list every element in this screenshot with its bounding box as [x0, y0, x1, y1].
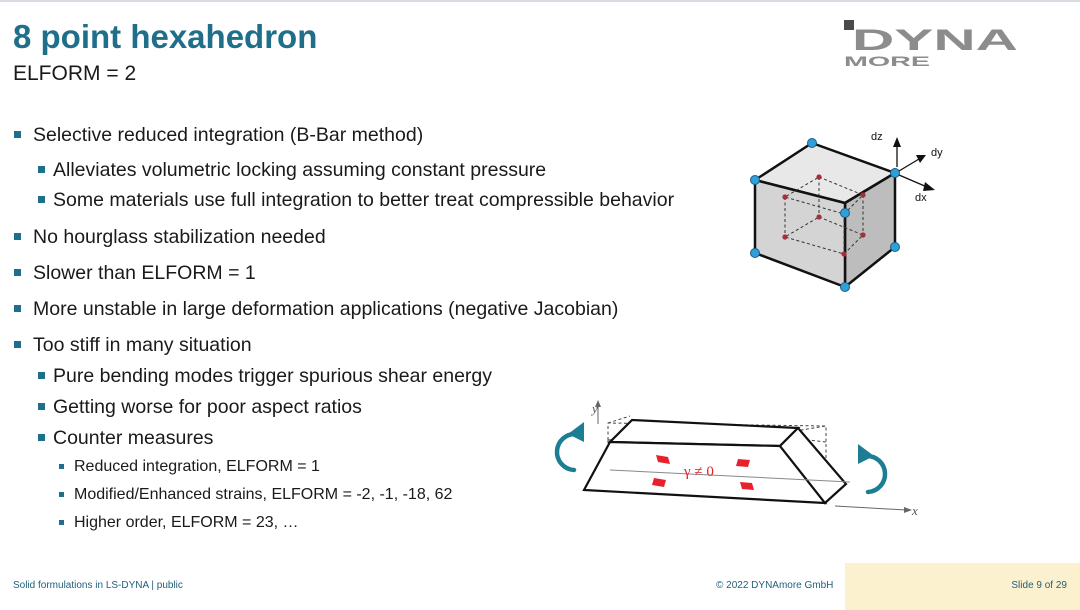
bullet-text: Counter measures	[53, 427, 214, 449]
bullet-text: Alleviates volumetric locking assuming c…	[53, 159, 547, 181]
logo-top-text: DYNA	[852, 24, 1018, 57]
bullet-marker	[38, 166, 45, 173]
shear-strain-markers	[652, 455, 754, 490]
rotation-arrowhead-left	[568, 422, 584, 442]
gamma-label: γ ≠ 0	[683, 464, 714, 480]
bullet-text: Getting worse for poor aspect ratios	[53, 396, 362, 418]
x-axis-arrowhead	[904, 507, 912, 513]
bullet-text: Too stiff in many situation	[33, 334, 252, 356]
axis-arrows	[893, 137, 935, 191]
bullet-marker	[14, 131, 21, 138]
bullet-text: Selective reduced integration (B-Bar met…	[33, 124, 424, 146]
bullet-text: More unstable in large deformation appli…	[33, 298, 619, 320]
cube-faces	[751, 141, 898, 290]
bullet-marker	[59, 464, 64, 469]
bullet-marker	[14, 341, 21, 348]
slide-number: Slide 9 of 29	[1011, 580, 1067, 591]
axis-label-dx: dx	[915, 192, 927, 204]
bullet-marker	[14, 305, 21, 312]
bullet-marker	[59, 520, 64, 525]
axis-label-dz: dz	[871, 131, 883, 143]
bullet-text: Modified/Enhanced strains, ELFORM = -2, …	[74, 486, 453, 503]
x-axis-label: x	[911, 503, 918, 518]
bending-beam-diagram: y x γ ≠ 0	[554, 400, 918, 518]
x-axis-line	[834, 505, 907, 511]
logo-accent-square	[844, 20, 854, 30]
bullet-marker	[14, 269, 21, 276]
bullet-text: Pure bending modes trigger spurious shea…	[53, 365, 493, 387]
bullet-text: Reduced integration, ELFORM = 1	[74, 458, 320, 475]
element-nodes	[750, 138, 900, 292]
y-axis-arrowhead	[595, 400, 601, 407]
hexahedron-diagram: dz dy dx	[750, 131, 943, 292]
top-divider	[0, 0, 1080, 2]
slide-subtitle: ELFORM = 2	[13, 62, 137, 85]
bullet-marker	[38, 434, 45, 441]
bullet-text: No hourglass stabilization needed	[33, 226, 326, 248]
rotation-arrowhead-right	[858, 444, 874, 464]
slide-title: 8 point hexahedron	[13, 18, 318, 55]
bullet-marker	[38, 403, 45, 410]
footer-highlight-band	[845, 563, 1080, 610]
dynamore-logo: DYNA MORE	[844, 20, 1018, 68]
bullet-marker	[14, 233, 21, 240]
rotation-arrows	[554, 431, 888, 495]
bullet-marker	[38, 196, 45, 203]
neutral-axis-line	[609, 469, 851, 483]
deformed-element	[582, 418, 848, 505]
bullet-text: Higher order, ELFORM = 23, …	[74, 514, 299, 531]
footer-title: Solid formulations in LS-DYNA | public	[13, 580, 183, 591]
y-axis-label: y	[590, 401, 598, 416]
logo-bottom-text: MORE	[844, 53, 930, 68]
axis-label-dy: dy	[931, 147, 943, 159]
bullet-text: Slower than ELFORM = 1	[33, 262, 256, 284]
footer-copyright: © 2022 DYNAmore GmbH	[716, 580, 834, 591]
bullet-marker	[38, 372, 45, 379]
bullet-marker	[59, 492, 64, 497]
bullet-text: Some materials use full integration to b…	[53, 189, 675, 211]
